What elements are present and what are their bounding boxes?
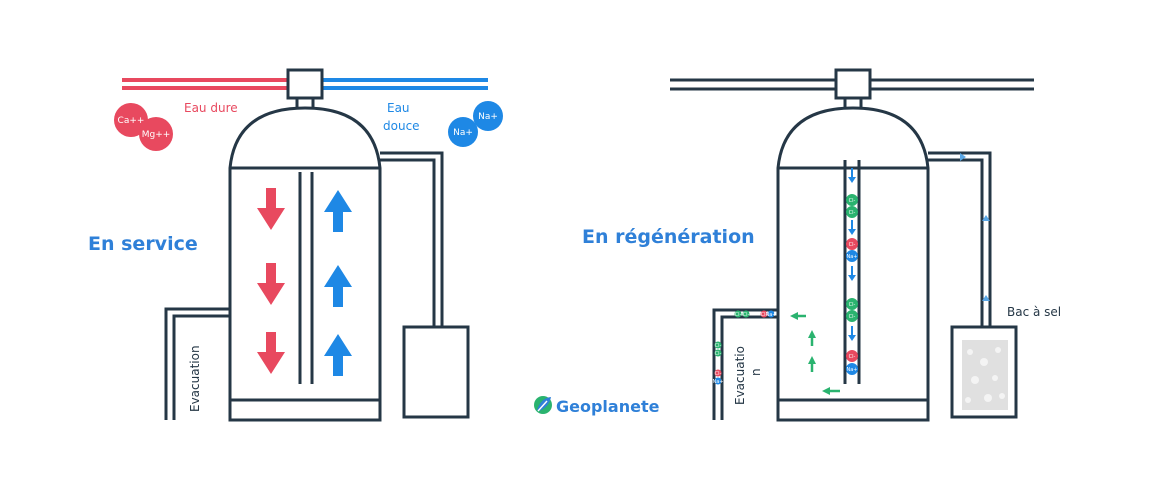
- evacuation-label: Evacuation: [188, 345, 202, 412]
- drain-pipe: [164, 307, 230, 420]
- evacuation-label-regen-1: Evacuatio: [733, 346, 747, 405]
- down-arrow-1: [257, 188, 285, 230]
- svg-text:Cl-: Cl-: [849, 354, 856, 360]
- down-arrow-2: [257, 263, 285, 305]
- ion-na-1: Na+: [473, 101, 503, 131]
- svg-text:Cl-: Cl-: [743, 312, 750, 318]
- green-flow-arrows: [790, 312, 840, 395]
- soft-water-label-2: douce: [383, 119, 420, 133]
- ion-cl-3: Cl-: [846, 238, 858, 250]
- leaf-icon: [534, 396, 552, 414]
- flow-arrows: [257, 188, 352, 376]
- svg-text:Cl-: Cl-: [849, 314, 856, 320]
- regeneration-title: En régénération: [582, 226, 755, 248]
- svg-text:Na+: Na+: [847, 254, 858, 260]
- up-arrow-2: [324, 265, 352, 307]
- svg-text:Cl-: Cl-: [849, 198, 856, 204]
- svg-text:Na+: Na+: [478, 112, 498, 122]
- ion-cl-2: Cl-: [846, 206, 858, 218]
- top-pipe: [670, 78, 1034, 91]
- svg-text:Na+: Na+: [847, 367, 858, 373]
- ion-cl-4: Cl-: [846, 298, 858, 310]
- ion-cl-6: Cl-: [846, 350, 858, 362]
- drain-ion-3: Cl-: [760, 310, 768, 318]
- resin-tank: [228, 106, 382, 422]
- ion-na-2: Na+: [448, 117, 478, 147]
- svg-text:Cl-: Cl-: [849, 242, 856, 248]
- svg-text:Cl-: Cl-: [735, 312, 742, 318]
- ion-mg: Mg++: [139, 117, 173, 151]
- svg-text:Cl-: Cl-: [761, 312, 768, 318]
- geoplanete-logo: Geoplanete: [534, 396, 660, 416]
- riser-arrow-3: [848, 266, 856, 281]
- up-arrow-1: [324, 190, 352, 232]
- riser-arrow-4: [848, 326, 856, 341]
- service-panel: Ca++ Mg++ Na+ Na+ Eau dure Eau douce En …: [88, 68, 503, 422]
- riser-ion-exchange: Cl- Cl- Cl- Na+ Cl- Cl- Cl- Na+: [846, 168, 858, 375]
- up-arrow-3: [324, 334, 352, 376]
- salt-texture: [965, 347, 1005, 403]
- svg-text:Na+: Na+: [713, 379, 724, 385]
- valve-head: [286, 68, 324, 100]
- svg-text:Mg++: Mg++: [142, 130, 171, 140]
- drain-ion-5: Cl-: [714, 341, 722, 349]
- drain-ion-1: Cl-: [734, 310, 742, 318]
- regeneration-panel: Cl-Cl-Cl-Na+Cl-Cl-Cl-Na+ Cl-Cl-Cl-Na+Cl-…: [582, 68, 1061, 422]
- salt-tank: [402, 325, 470, 419]
- evacuation-label-regen-2: n: [749, 368, 763, 376]
- svg-text:Na+: Na+: [453, 128, 473, 138]
- drain-ion-8: Na+: [713, 377, 724, 385]
- salt-tank-label: Bac à sel: [1007, 305, 1061, 319]
- brine-line: [380, 151, 444, 327]
- drain-pipe-regen: [712, 308, 778, 420]
- ion-na-2: Na+: [846, 363, 858, 375]
- valve-head-regen: [834, 68, 872, 100]
- ion-cl-1: Cl-: [846, 194, 858, 206]
- svg-text:Ca++: Ca++: [118, 116, 145, 126]
- ion-ca: Ca++: [114, 103, 148, 137]
- drain-ions: Cl-Cl-Cl-Na+Cl-Cl-Cl-Na+: [713, 310, 777, 385]
- svg-text:Na+: Na+: [766, 312, 777, 318]
- drain-ion-2: Cl-: [742, 310, 750, 318]
- soft-water-label-1: Eau: [387, 101, 410, 115]
- ion-cl-5: Cl-: [846, 310, 858, 322]
- hard-water-label: Eau dure: [184, 101, 238, 115]
- svg-text:Cl-: Cl-: [715, 351, 722, 357]
- brine-line-regen: [928, 151, 992, 327]
- svg-text:Geoplanete: Geoplanete: [556, 397, 660, 416]
- hard-water-pipe: [122, 78, 288, 90]
- drain-ion-7: Cl-: [714, 369, 722, 377]
- service-title: En service: [88, 233, 198, 255]
- drain-ion-6: Cl-: [714, 349, 722, 357]
- svg-text:Cl-: Cl-: [849, 210, 856, 216]
- drain-ion-4: Na+: [766, 310, 777, 318]
- riser-arrow-2: [848, 220, 856, 235]
- svg-text:Cl-: Cl-: [715, 343, 722, 349]
- resin-tank-regen: [776, 106, 930, 422]
- down-arrow-3: [257, 332, 285, 374]
- soft-water-pipe: [322, 78, 488, 90]
- svg-text:Cl-: Cl-: [849, 302, 856, 308]
- ion-na-1: Na+: [846, 250, 858, 262]
- riser-arrow-1: [848, 168, 856, 183]
- svg-text:Cl-: Cl-: [715, 371, 722, 377]
